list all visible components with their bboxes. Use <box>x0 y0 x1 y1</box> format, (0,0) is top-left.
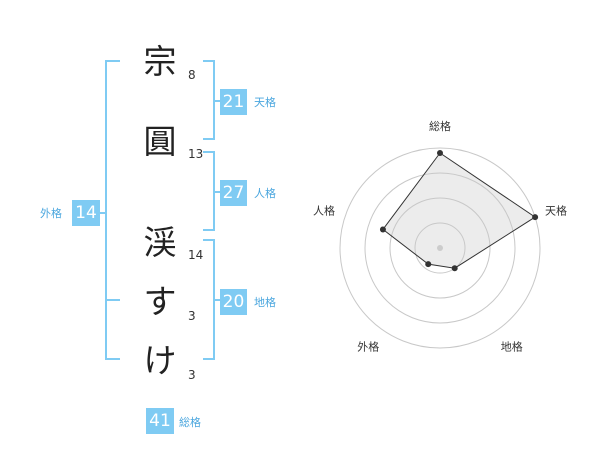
radar-axis-label-1: 天格 <box>545 203 567 217</box>
radar-center <box>437 245 443 251</box>
stroke-count-2: 13 <box>188 147 204 161</box>
radar-point-2 <box>451 265 458 272</box>
tenkaku-value: 21 <box>220 89 247 115</box>
radar-point-4 <box>379 226 386 233</box>
chikaku-bracket <box>203 239 215 360</box>
jinkaku-value: 27 <box>220 180 247 206</box>
gaikaku-value: 14 <box>72 200 100 226</box>
tenkaku-bracket <box>203 60 215 140</box>
stroke-count-5: 3 <box>188 368 196 382</box>
gaikaku-bracket <box>105 60 120 360</box>
name-char-1: 宗 <box>143 42 177 81</box>
tenkaku-label: 天格 <box>254 96 276 109</box>
soukaku-label: 総格 <box>179 416 201 429</box>
stroke-count-1: 8 <box>188 68 196 82</box>
chikaku-value: 20 <box>220 289 247 315</box>
radar-axis-label-3: 外格 <box>357 340 379 354</box>
name-char-4: す <box>143 282 177 321</box>
radar-point-1 <box>532 214 539 221</box>
radar-axis-label-0: 総格 <box>429 119 451 133</box>
radar-axis-label-2: 地格 <box>501 340 523 354</box>
name-char-3: 渓 <box>143 223 177 262</box>
stroke-count-3: 14 <box>188 248 204 262</box>
radar-point-3 <box>425 261 432 268</box>
jinkaku-bracket <box>203 151 215 231</box>
chikaku-label: 地格 <box>254 296 276 309</box>
gaikaku-label: 外格 <box>40 207 62 220</box>
radar-area <box>382 152 537 269</box>
name-char-2: 圓 <box>143 122 177 161</box>
stroke-count-4: 3 <box>188 309 196 323</box>
jinkaku-label: 人格 <box>254 187 276 200</box>
soukaku-value: 41 <box>146 408 174 434</box>
radar-point-0 <box>437 150 443 156</box>
name-char-5: け <box>143 341 177 380</box>
radar-axis-label-4: 人格 <box>313 203 335 217</box>
